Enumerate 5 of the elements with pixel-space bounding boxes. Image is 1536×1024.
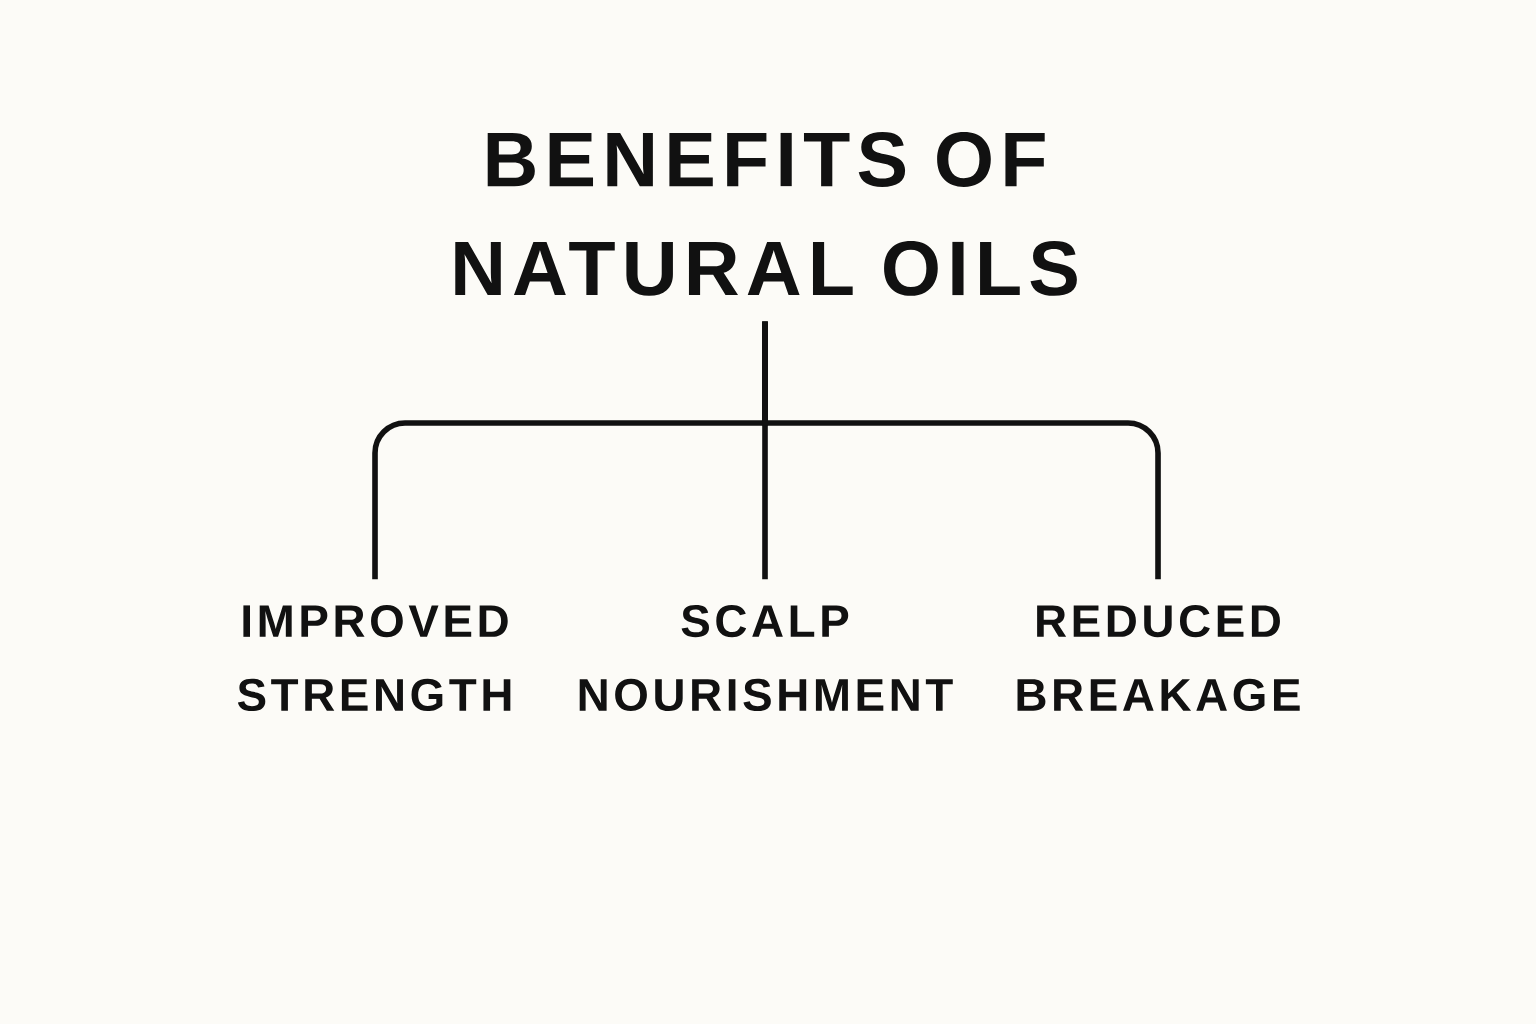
benefit-label: IMPROVED STRENGTH [237,604,511,712]
benefit-label: SCALP NOURISHMENT [579,604,953,712]
connector-line [762,321,1161,580]
title-text: BENEFITS OF NATURAL OILS [455,132,1077,296]
benefit-label: REDUCED BREAKAGE [1017,604,1300,712]
